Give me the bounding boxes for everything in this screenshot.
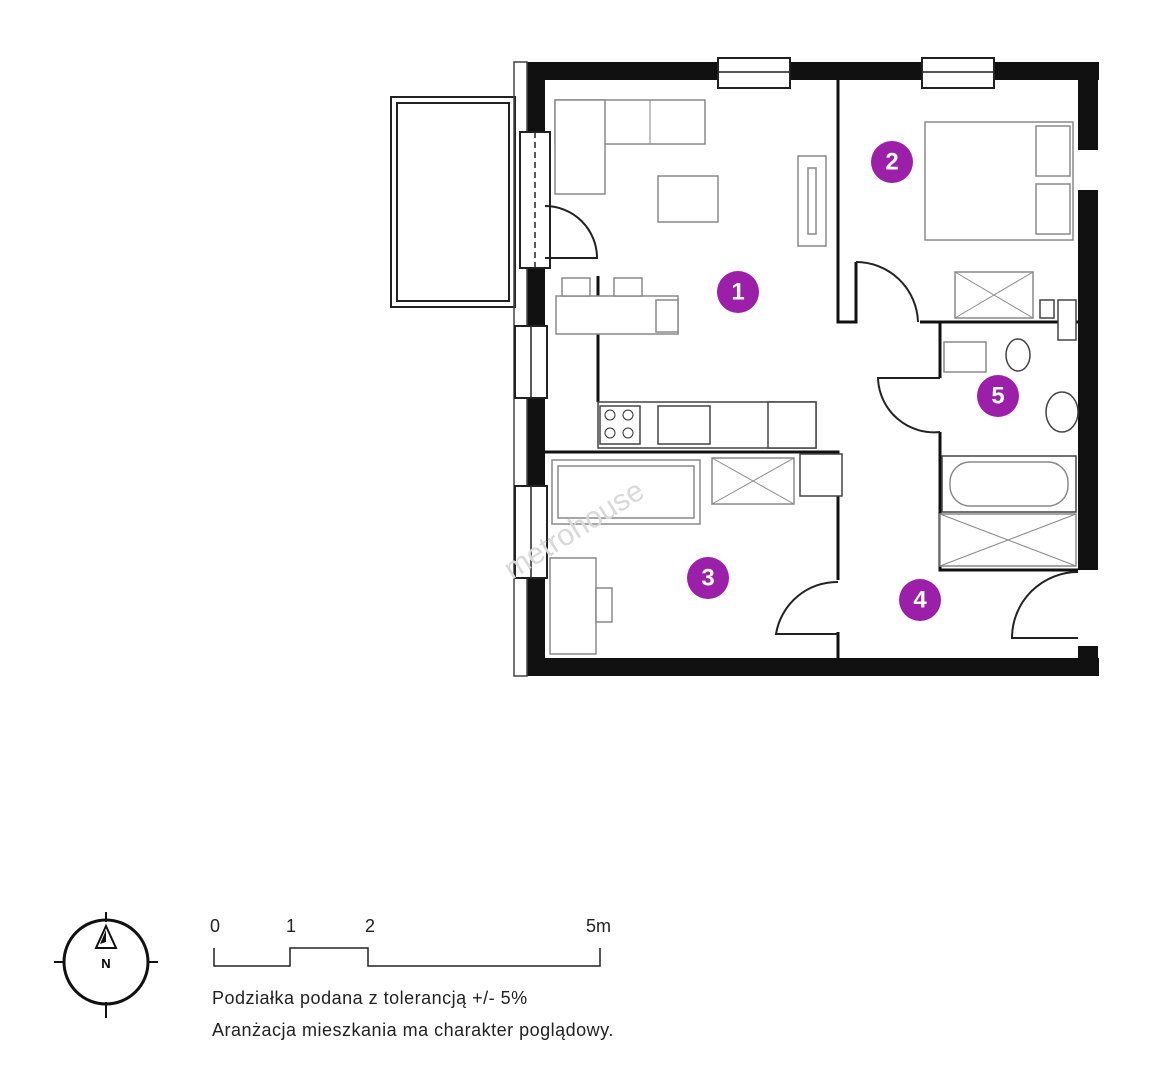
arrangement-note: Aranżacja mieszkania ma charakter pogląd…	[212, 1020, 614, 1040]
room-number-4: 4	[913, 587, 927, 614]
room-badge-4: 4	[899, 579, 941, 621]
scale-tick-0: 0	[210, 916, 221, 936]
kitchen-counter	[597, 401, 817, 449]
room-number-1: 1	[731, 279, 744, 306]
windows	[514, 57, 995, 579]
scale-tick-1: 1	[286, 916, 297, 936]
bedroom-furniture	[924, 121, 1074, 319]
scale-tick-2: 2	[365, 916, 376, 936]
interior-walls	[545, 80, 1078, 658]
room-number-5: 5	[991, 383, 1004, 410]
scale-tick-5m: 5m	[586, 916, 612, 936]
bathroom-fixtures	[939, 299, 1079, 567]
compass-label: N	[101, 956, 110, 971]
room-badge-1: 1	[717, 271, 759, 313]
scale-note: Podziałka podana z tolerancją +/- 5%	[212, 988, 528, 1008]
scale-bar	[213, 947, 601, 967]
compass-north-icon: N	[54, 912, 158, 1018]
room-3-furniture	[549, 453, 843, 655]
room-number-2: 2	[885, 149, 898, 176]
room-number-3: 3	[701, 565, 714, 592]
floor-plan: metrohouse 1 2 3 4 5	[390, 57, 1099, 677]
doors	[544, 205, 1079, 639]
balcony	[390, 96, 516, 308]
room-badge-3: 3	[687, 557, 729, 599]
living-room-furniture	[554, 99, 827, 335]
room-badge-5: 5	[977, 375, 1019, 417]
room-badge-2: 2	[871, 141, 913, 183]
